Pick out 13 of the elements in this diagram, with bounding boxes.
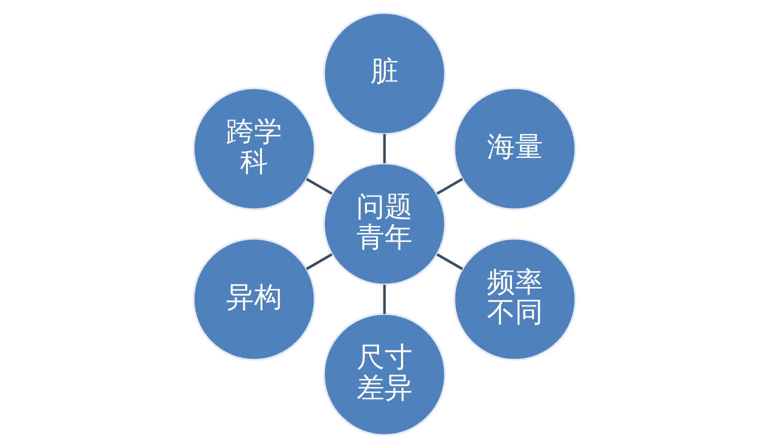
connector	[436, 253, 463, 270]
connector	[382, 134, 386, 164]
connector	[305, 253, 332, 270]
connector	[382, 284, 386, 314]
node-circle: 异构	[192, 238, 316, 361]
node-circle: 脏	[322, 12, 446, 135]
node-circle: 跨学科	[192, 87, 316, 210]
node-circle: 频率不同	[452, 238, 576, 361]
connector	[436, 178, 463, 195]
node-circle: 海量	[452, 87, 576, 210]
node-circle: 问题青年	[322, 162, 446, 286]
connector	[305, 178, 332, 195]
node-circle: 尺寸差异	[322, 313, 446, 436]
